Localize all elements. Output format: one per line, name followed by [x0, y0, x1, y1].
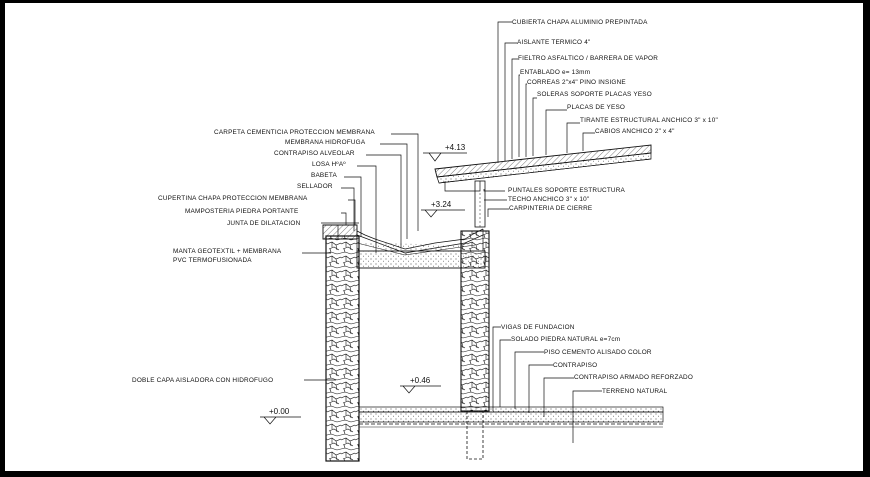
label-placas: PLACAS DE YESO [567, 104, 625, 111]
leader-lines [302, 21, 602, 443]
label-tirante: TIRANTE ESTRUCTURAL ANCHICO 3" x 10" [580, 117, 718, 124]
label-carpinteria: CARPINTERIA DE CIERRE [509, 205, 592, 212]
label-cupertina: CUPERTINA CHAPA PROTECCION MEMBRANA [158, 195, 308, 202]
label-carpeta: CARPETA CEMENTICIA PROTECCION MEMBRANA [214, 129, 375, 136]
label-techo-anchico: TECHO ANCHICO 3" x 10" [508, 196, 589, 203]
label-contrapiso-armado: CONTRAPISO ARMADO REFORZADO [574, 374, 693, 381]
label-vigas: VIGAS DE FUNDACION [501, 324, 575, 331]
label-cabios: CABIOS ANCHICO 2" x 4" [595, 128, 675, 135]
label-soleras: SOLERAS SOPORTE PLACAS YESO [537, 91, 652, 98]
drawing-sheet: CUBIERTA CHAPA ALUMINIO PREPINTADA AISLA… [5, 3, 863, 471]
label-membrana-hidrofuga: MEMBRANA HIDROFUGA [285, 139, 366, 146]
section-detail-drawing: CUBIERTA CHAPA ALUMINIO PREPINTADA AISLA… [132, 19, 718, 462]
stone-wall-left [325, 235, 360, 462]
floor-slab [358, 406, 664, 428]
label-piso: PISO CEMENTO ALISADO COLOR [544, 349, 652, 356]
label-correas: CORREAS 2"x4" PINO INSIGNE [527, 79, 626, 86]
label-mamposteria: MAMPOSTERIA PIEDRA PORTANTE [185, 208, 298, 215]
label-aislante: AISLANTE TERMICO 4" [517, 39, 590, 46]
label-contrapiso: CONTRAPISO [553, 362, 597, 369]
roof-assembly [434, 144, 652, 228]
level-slab: +3.24 [431, 200, 452, 209]
label-terreno: TERRENO NATURAL [602, 388, 668, 395]
label-sellador: SELLADOR [297, 183, 333, 190]
label-losa: LOSA HºAº [312, 161, 346, 168]
label-junta: JUNTA DE DILATACION [227, 220, 301, 227]
label-cubierta: CUBIERTA CHAPA ALUMINIO PREPINTADA [512, 19, 648, 26]
label-contrapiso-alveolar: CONTRAPISO ALVEOLAR [274, 150, 355, 157]
level-ground: +0.00 [269, 407, 290, 416]
label-manta-1: MANTA GEOTEXTIL + MEMBRANA [173, 248, 282, 255]
label-entablado: ENTABLADO e= 13mm [520, 69, 590, 76]
parapet-coping [321, 222, 359, 240]
label-manta-2: PVC TERMOFUSIONADA [173, 257, 252, 264]
level-markers [260, 152, 467, 425]
label-fieltro: FIELTRO ASFALTICO / BARRERA DE VAPOR [518, 55, 658, 62]
label-puntales: PUNTALES SOPORTE ESTRUCTURA [508, 187, 626, 194]
level-floor: +0.46 [410, 376, 431, 385]
label-babeta: BABETA [311, 172, 337, 179]
column-right [460, 230, 490, 460]
label-solado: SOLADO PIEDRA NATURAL e=7cm [511, 336, 620, 343]
label-doble-capa: DOBLE CAPA AISLADORA CON HIDROFUGO [132, 377, 273, 384]
level-roof: +4.13 [445, 143, 466, 152]
